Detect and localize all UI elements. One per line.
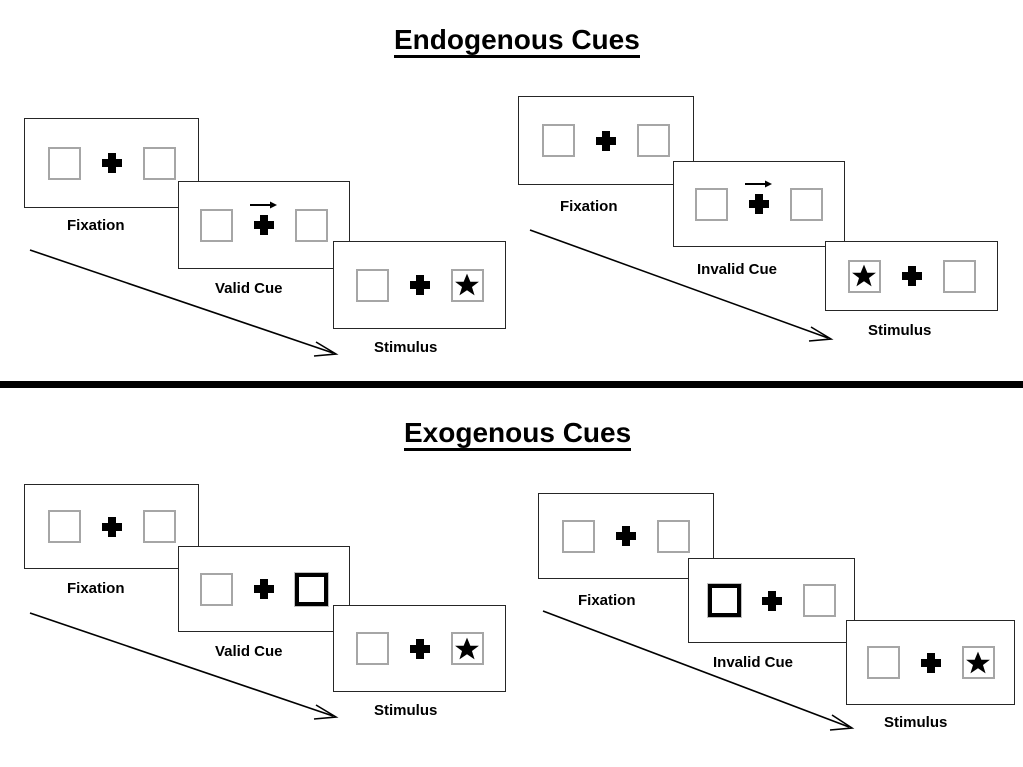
panel-endogenous-valid-cue: [178, 181, 350, 269]
label-endogenous-invalid-stimulus: Stimulus: [868, 322, 932, 339]
panel-content: [179, 182, 349, 268]
fixation-cross-icon: [745, 180, 772, 214]
stimulus-row: [355, 268, 484, 302]
star-icon: [455, 637, 479, 659]
label-exogenous-valid-cue: Valid Cue: [215, 643, 283, 660]
stimulus-row: [355, 632, 484, 665]
left-box: [200, 572, 233, 606]
right-box: [295, 208, 328, 242]
right-box: [142, 510, 176, 543]
fixation-cross-icon: [250, 201, 277, 235]
label-exogenous-invalid-fixation: Fixation: [578, 592, 636, 609]
fixation-cross-icon: [616, 526, 636, 546]
panel-exogenous-valid-cue: [178, 546, 350, 632]
arrow-right-icon: [745, 180, 773, 190]
stimulus-row: [200, 571, 329, 607]
panel-content: [179, 547, 349, 631]
panel-exogenous-invalid-fixation: [538, 493, 714, 579]
fixation-cross-icon: [761, 590, 782, 611]
panel-content: [539, 494, 713, 578]
right-box-with-target: [450, 268, 484, 302]
left-box: [47, 510, 81, 543]
label-exogenous-valid-stimulus: Stimulus: [374, 702, 438, 719]
right-box: [802, 584, 836, 617]
fixation-cross-icon: [409, 638, 430, 659]
left-box: [562, 519, 595, 553]
panel-content: [334, 606, 505, 691]
stimulus-row: [866, 646, 995, 679]
right-box: [657, 519, 690, 553]
fixation-cross-icon: [901, 266, 922, 286]
star-icon: [852, 264, 876, 287]
fixation-cross-icon: [920, 652, 941, 673]
stimulus-row: [200, 201, 328, 242]
panel-exogenous-valid-stimulus: [333, 605, 506, 692]
right-box: [637, 124, 670, 157]
panel-content: [674, 162, 844, 246]
panel-endogenous-invalid-stimulus: [825, 241, 998, 311]
right-box: [942, 259, 976, 293]
fixation-cross-icon: [596, 130, 616, 151]
label-exogenous-invalid-stimulus: Stimulus: [884, 714, 948, 731]
fixation-cross-icon: [101, 153, 122, 173]
star-icon: [455, 273, 479, 296]
label-endogenous-valid-stimulus: Stimulus: [374, 339, 438, 356]
left-box: [542, 124, 575, 157]
stimulus-row: [47, 146, 176, 180]
panel-content: [689, 559, 854, 642]
panel-exogenous-invalid-cue: [688, 558, 855, 643]
panel-endogenous-valid-fixation: [24, 118, 199, 208]
left-box-cued: [706, 583, 742, 618]
left-box: [47, 146, 81, 180]
right-box-with-target: [450, 632, 484, 665]
left-box: [866, 646, 900, 679]
right-box-with-target: [961, 646, 995, 679]
right-box: [790, 187, 823, 221]
label-exogenous-invalid-cue: Invalid Cue: [713, 654, 794, 671]
stimulus-row: [847, 259, 976, 293]
panel-exogenous-valid-fixation: [24, 484, 199, 569]
panel-content: [25, 119, 198, 207]
left-box: [355, 632, 389, 665]
left-box: [355, 268, 389, 302]
stimulus-row: [706, 583, 836, 618]
star-icon: [966, 651, 990, 673]
panel-content: [519, 97, 693, 184]
panel-content: [847, 621, 1014, 704]
arrow-right-icon: [250, 201, 278, 211]
section-divider: [0, 381, 1023, 388]
fixation-cross-icon: [101, 516, 122, 537]
fixation-cross-icon: [254, 579, 274, 599]
label-endogenous-invalid-fixation: Fixation: [560, 198, 618, 215]
stimulus-row: [47, 510, 176, 543]
stimulus-row: [542, 124, 670, 157]
panel-endogenous-invalid-fixation: [518, 96, 694, 185]
left-box-with-target: [847, 259, 881, 293]
panel-exogenous-invalid-stimulus: [846, 620, 1015, 705]
left-box: [695, 187, 728, 221]
fixation-cross-icon: [409, 275, 430, 295]
panel-endogenous-invalid-cue: [673, 161, 845, 247]
label-endogenous-invalid-cue: Invalid Cue: [697, 261, 778, 278]
right-box: [142, 146, 176, 180]
label-endogenous-valid-fixation: Fixation: [67, 217, 125, 234]
stimulus-row: [695, 180, 823, 221]
right-box-cued: [294, 571, 329, 607]
panel-content: [25, 485, 198, 568]
left-box: [200, 208, 233, 242]
section-title-endogenous: Endogenous Cues: [394, 25, 640, 59]
panel-content: [334, 242, 505, 328]
label-exogenous-valid-fixation: Fixation: [67, 580, 125, 597]
section-title-exogenous: Exogenous Cues: [404, 418, 632, 452]
label-endogenous-valid-cue: Valid Cue: [215, 280, 283, 297]
panel-content: [826, 242, 997, 310]
stimulus-row: [562, 519, 690, 553]
panel-endogenous-valid-stimulus: [333, 241, 506, 329]
